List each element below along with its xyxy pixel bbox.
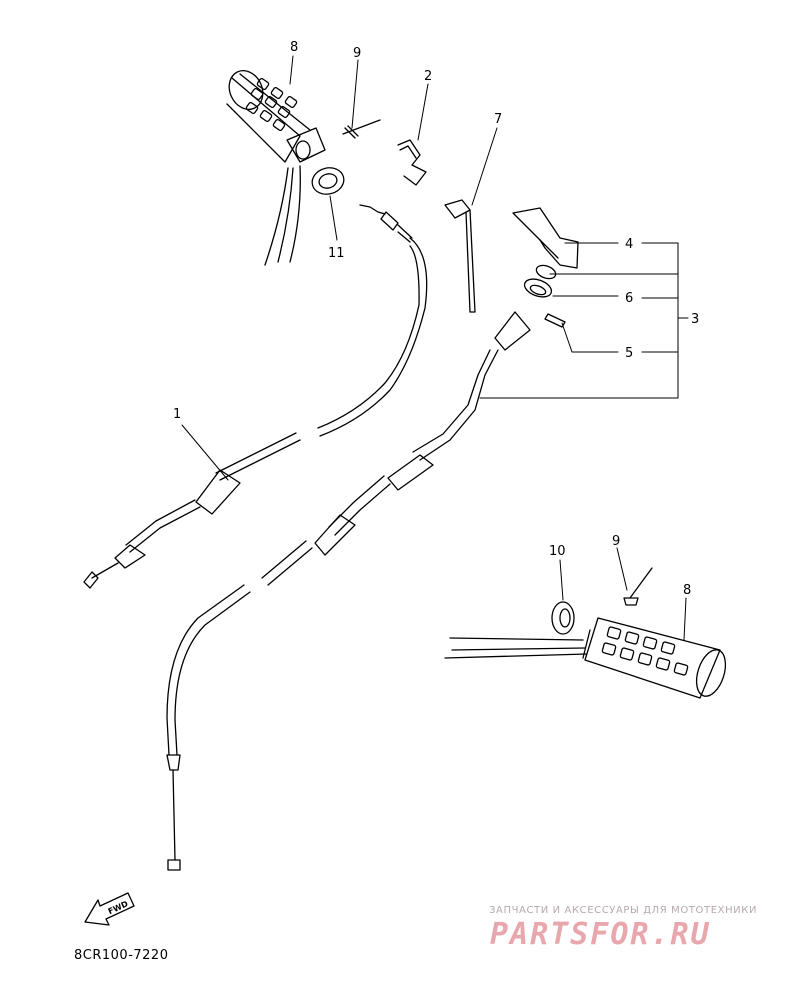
band-7: [444, 199, 476, 313]
callout-9-bottom: 9: [612, 534, 620, 549]
collar-11: [311, 167, 345, 195]
callout-7: 7: [494, 112, 502, 127]
part-code: 8CR100-7220: [74, 948, 169, 963]
callout-5: 5: [625, 346, 633, 361]
callout-6: 6: [625, 291, 633, 306]
callout-4: 4: [625, 237, 633, 252]
fwd-arrow: [84, 892, 135, 926]
callout-9-top: 9: [353, 46, 361, 61]
leader-lines: [181, 55, 689, 641]
watermark-subtitle: ЗАПЧАСТИ И АКСЕССУАРЫ ДЛЯ МОТОТЕХНИКИ: [489, 905, 758, 916]
collar-10: [551, 601, 575, 635]
screw-bottom: [623, 567, 653, 606]
callout-8-bottom: 8: [683, 583, 691, 598]
throttle-parts: [512, 207, 579, 328]
callout-11: 11: [328, 246, 345, 261]
callout-2: 2: [424, 69, 432, 84]
cable-1: [83, 204, 428, 589]
callout-8-top: 8: [290, 40, 298, 55]
left-grip: [226, 70, 326, 266]
callout-1: 1: [173, 407, 181, 422]
callout-10: 10: [549, 544, 566, 559]
right-grip: [444, 617, 727, 699]
cable-3: [166, 311, 531, 871]
screw-top: [342, 119, 381, 139]
callout-3: 3: [691, 312, 699, 327]
clip: [397, 139, 427, 186]
watermark-logo: PARTSFOR.RU: [490, 917, 711, 952]
